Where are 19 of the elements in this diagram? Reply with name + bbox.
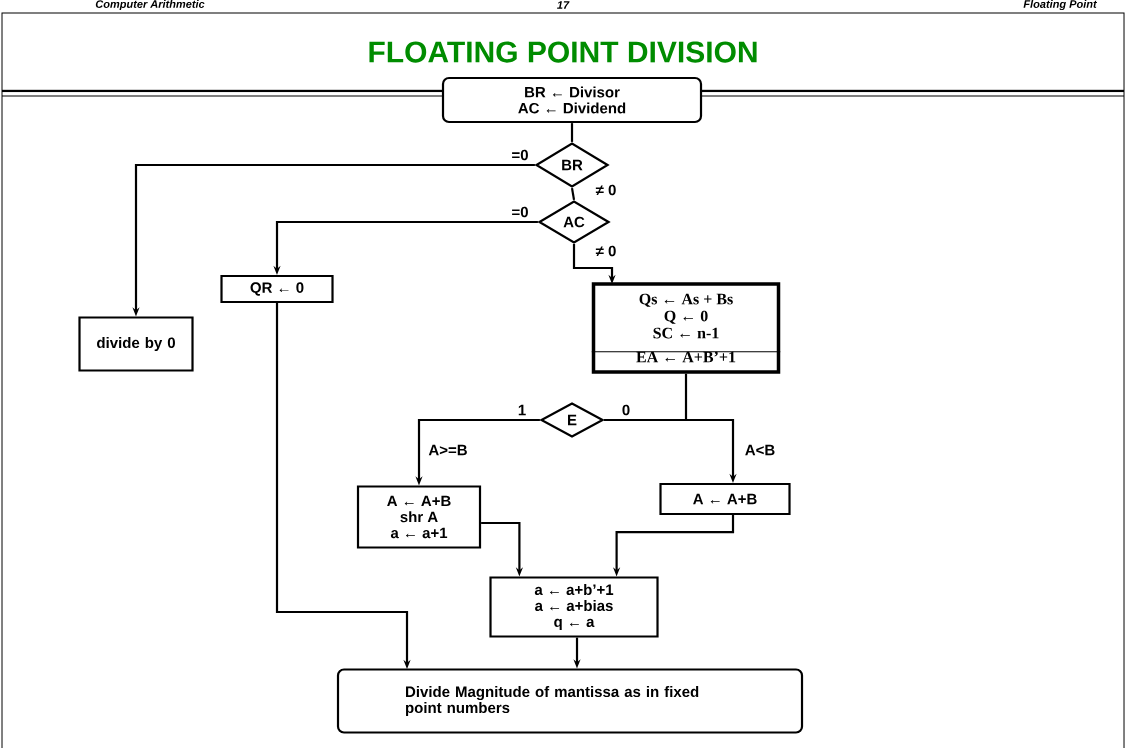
edge-label: 1 (518, 404, 526, 416)
process-box: QR ← 0 (220, 274, 334, 304)
process-box: divide by 0 (78, 316, 194, 372)
edge-label: =0 (512, 149, 528, 161)
edge-label: ≠ 0 (595, 245, 616, 257)
page-header: Computer Arithmetic (95, 0, 205, 11)
process-box: Qs ← As + Bs Q ← 0 SC ← n-1 EA ← A+B’+1 (591, 282, 781, 374)
page-header: 17 (557, 1, 570, 9)
terminal-box: BR ← Divisor AC ← Dividend (441, 76, 703, 124)
branch-label: A>=B (428, 444, 467, 456)
edge-label: 0 (622, 404, 630, 416)
terminal-box: Divide Magnitude of mantissa as in fixed point numbers (336, 668, 804, 734)
branch-label: A<B (745, 444, 775, 456)
title: FLOATING POINT DIVISION (369, 41, 757, 63)
page-header: Floating Point (1023, 0, 1098, 11)
process-box: A ← A+B (659, 482, 791, 516)
edge-label: =0 (512, 206, 528, 218)
process-box: A ← A+B shr A a ← a+1 (356, 485, 482, 549)
process-box: a ← a+b’+1 a ← a+bias q ← a (489, 576, 659, 638)
